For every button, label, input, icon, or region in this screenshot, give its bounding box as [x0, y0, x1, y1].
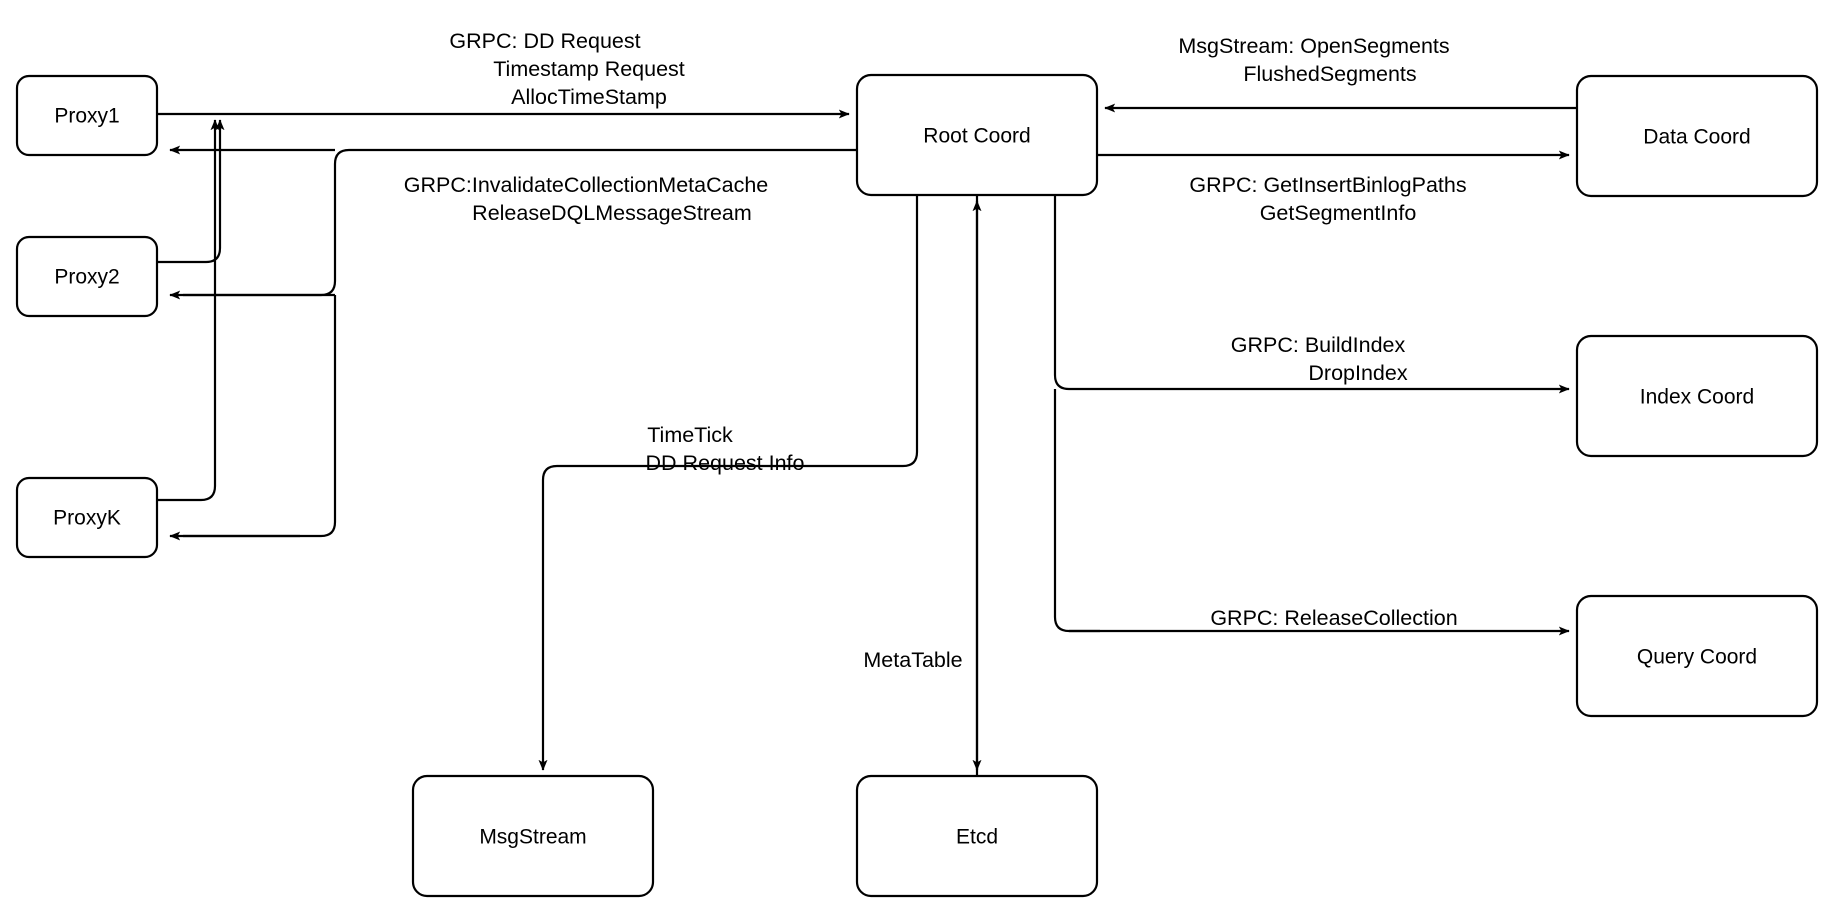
edge-label-rootcoord-to-etcd: MetaTable — [863, 648, 962, 672]
node-proxyk-label: ProxyK — [53, 507, 121, 530]
edge-label-datacoord-to-rootcoord: MsgStream: OpenSegments FlushedSegments — [1178, 34, 1449, 86]
node-proxy1-rect[interactable] — [15, 74, 159, 157]
node-indexcoord[interactable]: Index Coord — [1575, 334, 1819, 458]
edge-label-rootcoord-to-proxy: GRPC:InvalidateCollectionMetaCache Relea… — [404, 173, 768, 225]
node-rootcoord[interactable]: Root Coord — [855, 73, 1099, 197]
node-querycoord-rect[interactable] — [1575, 594, 1819, 718]
edge-label-proxy-to-rootcoord-line1: GRPC: DD Request — [449, 29, 640, 53]
edge-label-rootcoord-to-indexcoord: GRPC: BuildIndex DropIndex — [1231, 333, 1408, 385]
node-proxy2-label: Proxy2 — [54, 266, 119, 289]
edge-label-proxy-to-rootcoord-line2: Timestamp Request — [493, 57, 685, 81]
node-indexcoord-label: Index Coord — [1640, 386, 1754, 409]
edge-label-rootcoord-to-querycoord-line1: GRPC: ReleaseCollection — [1210, 606, 1457, 630]
node-rootcoord-rect[interactable] — [855, 73, 1099, 197]
edge-rootcoord-to-proxyk-branch — [183, 295, 337, 538]
node-msgstream[interactable]: MsgStream — [411, 774, 655, 898]
node-etcd[interactable]: Etcd — [855, 774, 1099, 898]
node-etcd-rect[interactable] — [855, 774, 1099, 898]
edge-label-rootcoord-to-datacoord-line2: GetSegmentInfo — [1260, 201, 1417, 225]
node-proxy1-label: Proxy1 — [54, 105, 119, 128]
edge-rootcoord-to-msgstream — [538, 195, 919, 771]
node-msgstream-label: MsgStream — [479, 826, 586, 849]
node-querycoord-label: Query Coord — [1637, 646, 1757, 669]
edge-label-rootcoord-to-msgstream: TimeTick DD Request Info — [646, 423, 805, 475]
edge-proxyk-to-riser — [157, 119, 220, 502]
edge-label-rootcoord-to-datacoord: GRPC: GetInsertBinlogPaths GetSegmentInf… — [1189, 173, 1466, 225]
node-rootcoord-label: Root Coord — [923, 125, 1030, 148]
edge-label-proxy-to-rootcoord-line3: AllocTimeStamp — [511, 85, 667, 109]
node-proxyk[interactable]: ProxyK — [15, 476, 159, 559]
node-indexcoord-rect[interactable] — [1575, 334, 1819, 458]
edge-label-rootcoord-to-proxy-line1: GRPC:InvalidateCollectionMetaCache — [404, 173, 768, 197]
edge-label-rootcoord-to-querycoord: GRPC: ReleaseCollection — [1210, 606, 1457, 630]
edge-label-rootcoord-to-datacoord-line1: GRPC: GetInsertBinlogPaths — [1189, 173, 1466, 197]
node-querycoord[interactable]: Query Coord — [1575, 594, 1819, 718]
node-proxy2-rect[interactable] — [15, 235, 159, 318]
edge-label-rootcoord-to-indexcoord-line2: DropIndex — [1308, 361, 1407, 385]
edge-label-proxy-to-rootcoord: GRPC: DD Request Timestamp Request Alloc… — [449, 29, 684, 109]
edge-label-rootcoord-to-msgstream-line2: DD Request Info — [646, 451, 805, 475]
edge-label-datacoord-to-rootcoord-line1: MsgStream: OpenSegments — [1178, 34, 1449, 58]
edge-label-rootcoord-to-msgstream-line1: TimeTick — [647, 423, 733, 447]
edge-rootcoord-to-querycoord — [1053, 389, 1100, 633]
node-msgstream-rect[interactable] — [411, 774, 655, 898]
node-proxy2[interactable]: Proxy2 — [15, 235, 159, 318]
node-proxy1[interactable]: Proxy1 — [15, 74, 159, 157]
node-etcd-label: Etcd — [956, 826, 998, 849]
edge-label-rootcoord-to-etcd-line1: MetaTable — [863, 648, 962, 672]
node-datacoord[interactable]: Data Coord — [1575, 74, 1819, 198]
edge-label-rootcoord-to-indexcoord-line1: GRPC: BuildIndex — [1231, 333, 1406, 357]
node-proxyk-rect[interactable] — [15, 476, 159, 559]
edge-label-rootcoord-to-proxy-line2: ReleaseDQLMessageStream — [472, 201, 752, 225]
edge-label-datacoord-to-rootcoord-line2: FlushedSegments — [1243, 62, 1416, 86]
node-datacoord-rect[interactable] — [1575, 74, 1819, 198]
edge-rootcoord-to-indexcoord — [1053, 195, 1570, 394]
node-datacoord-label: Data Coord — [1643, 126, 1750, 149]
edge-proxy2-to-riser — [157, 119, 225, 264]
